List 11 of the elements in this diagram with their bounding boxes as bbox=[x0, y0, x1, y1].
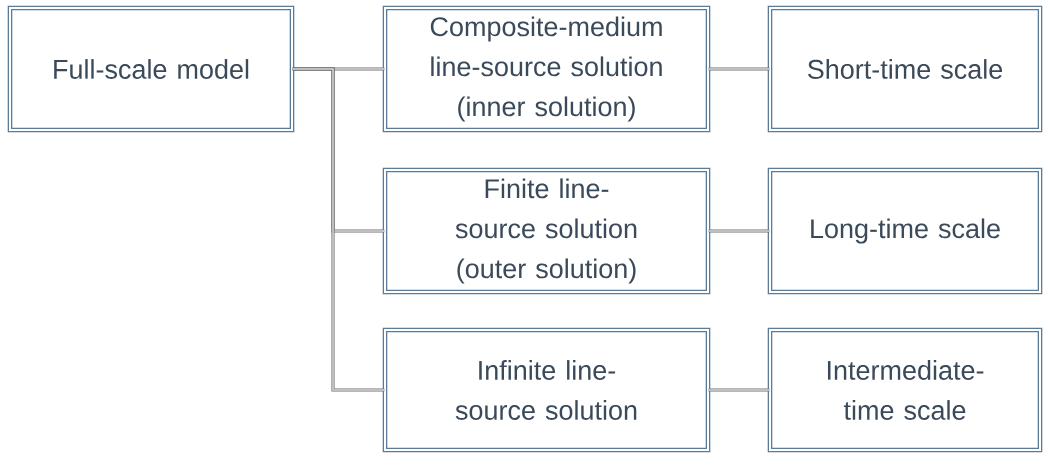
process-box: Composite-medium line-source solution (inner solution) bbox=[382, 5, 711, 133]
connector-line bbox=[707, 67, 771, 71]
connector-line bbox=[291, 67, 386, 392]
process-box: Full-scale model bbox=[7, 5, 295, 133]
process-box: Short-time scale bbox=[767, 5, 1043, 133]
connector-line bbox=[707, 229, 771, 233]
process-box: Long-time scale bbox=[767, 167, 1043, 295]
process-box: Infinite line-source solution bbox=[382, 327, 711, 453]
process-box: Intermediate-time scale bbox=[767, 327, 1043, 453]
process-box: Finite line-source solution (outer solution) bbox=[382, 167, 711, 295]
connector-line bbox=[707, 388, 771, 392]
